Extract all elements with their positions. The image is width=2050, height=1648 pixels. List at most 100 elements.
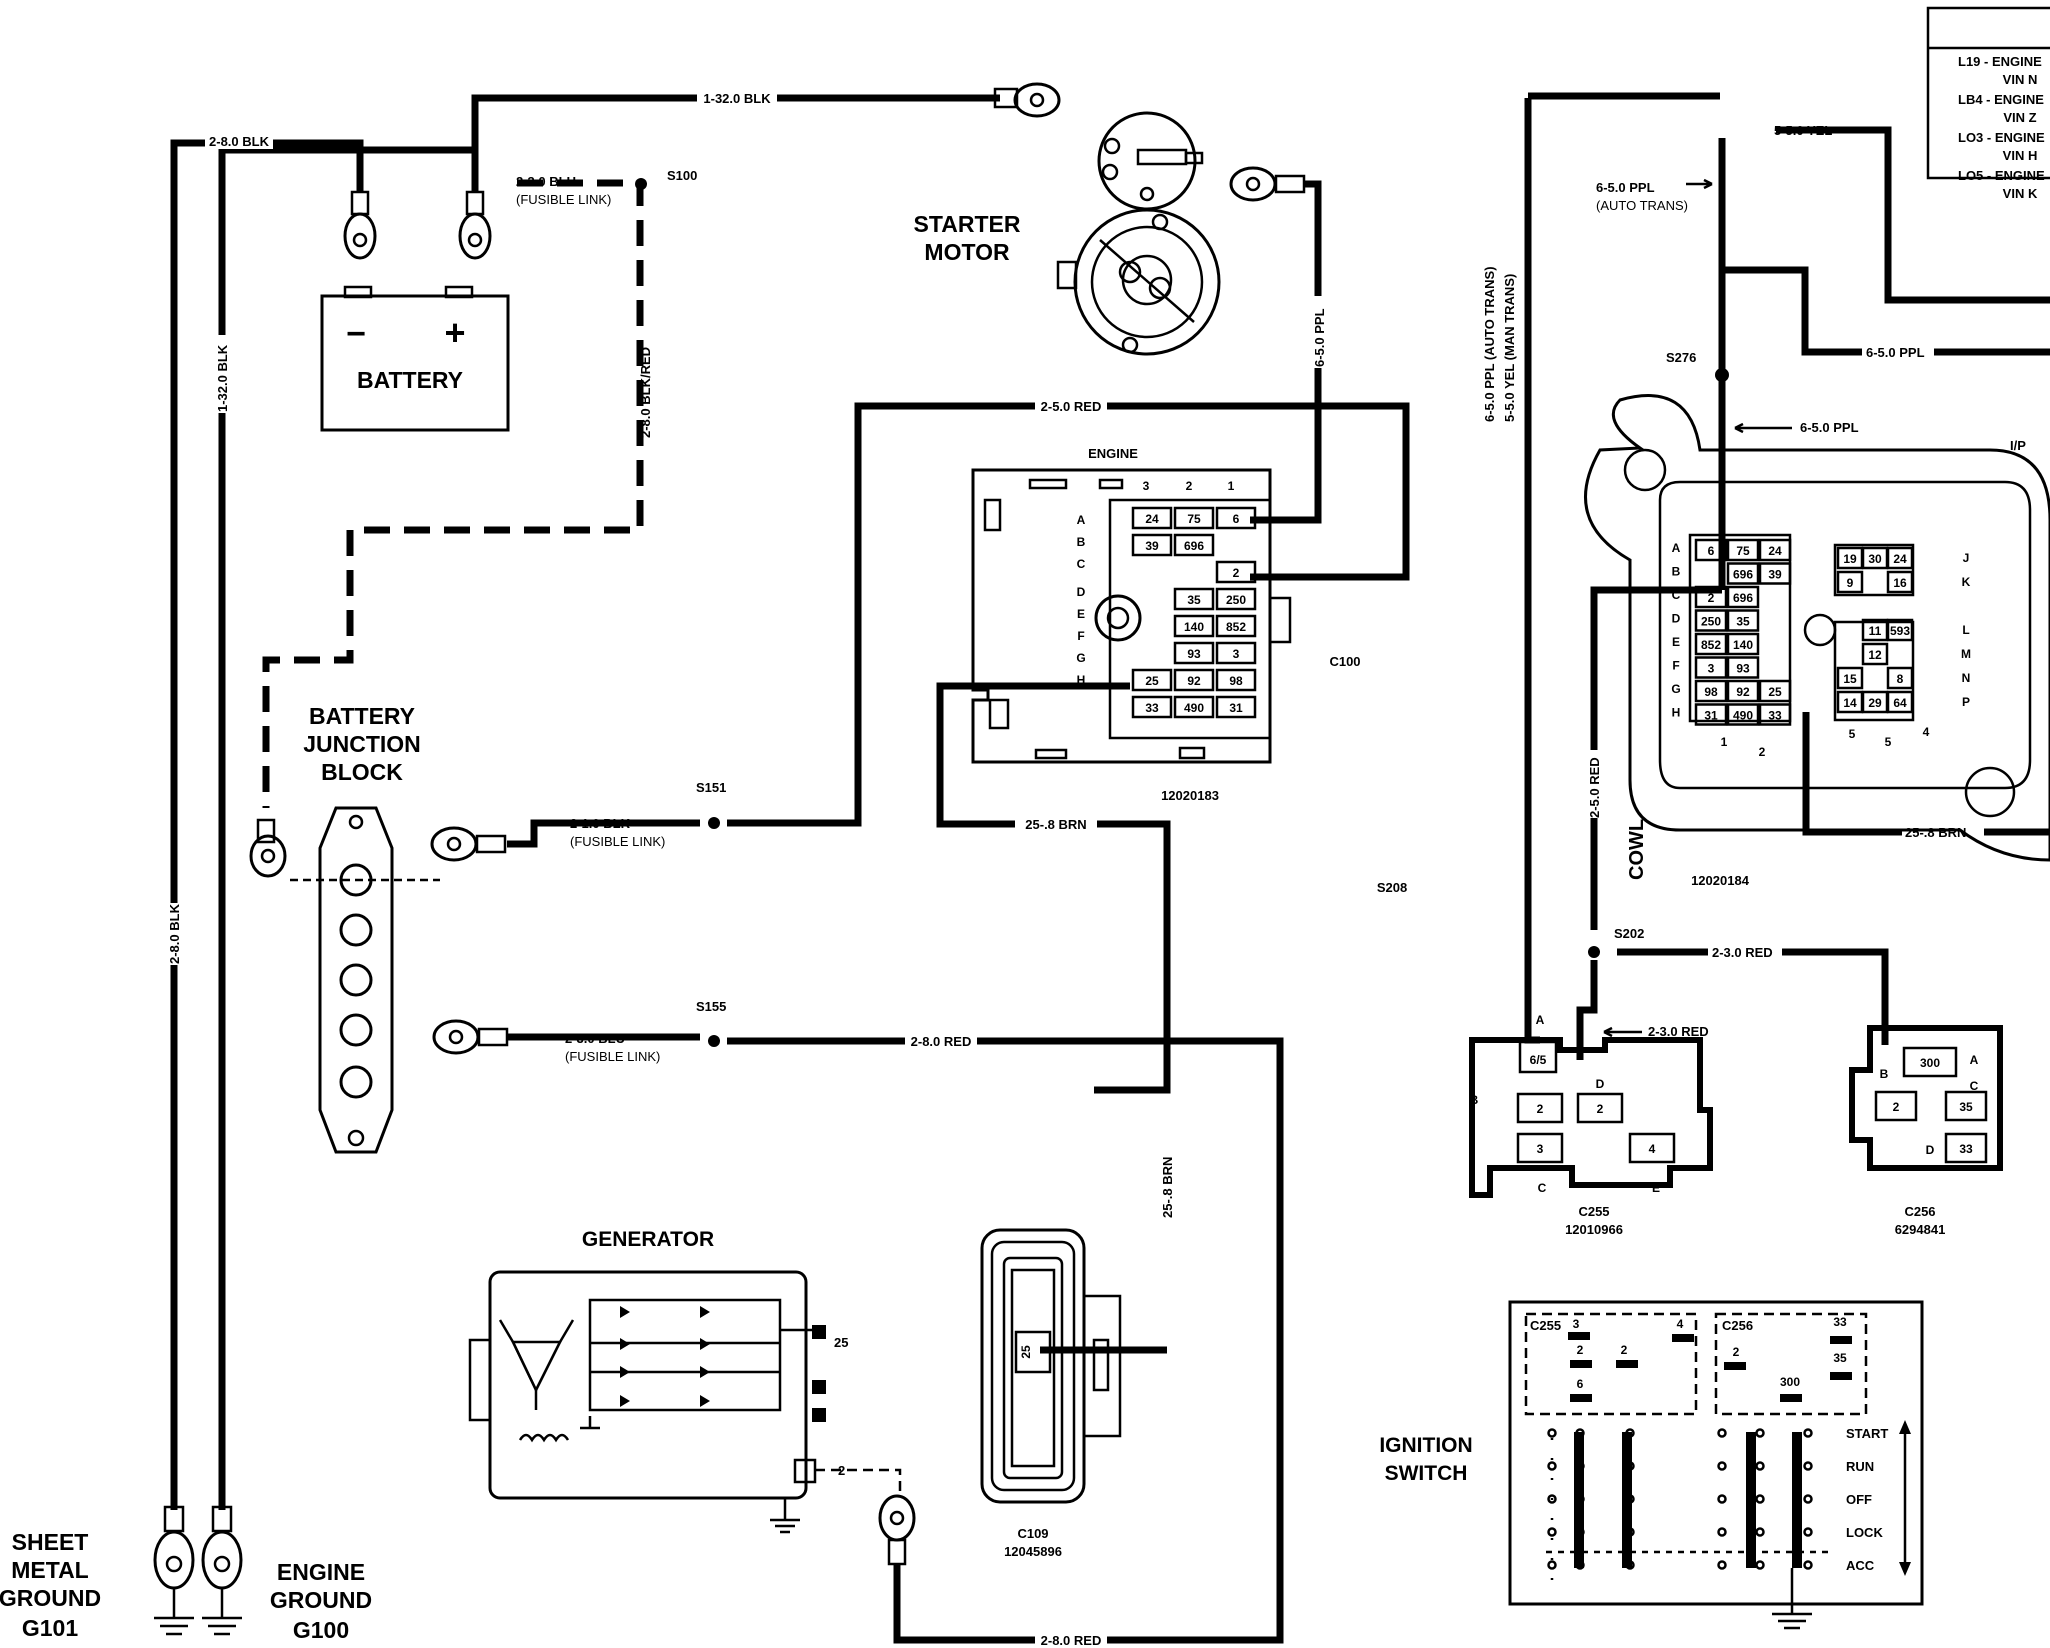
junction-lower-eyelet [432, 1019, 509, 1055]
ip-pin-number: 98 [1704, 685, 1718, 699]
svg-text:GENERATOR: GENERATOR [582, 1228, 714, 1251]
ip-right-row-label: N [1962, 671, 1971, 685]
ignition-contact [1717, 1494, 1727, 1504]
c255-pin: 2 [1597, 1102, 1604, 1116]
generator [468, 1270, 826, 1534]
svg-text:JUNCTION: JUNCTION [303, 731, 421, 757]
ignition-c255-pin: 2 [1621, 1343, 1628, 1357]
engine-code: LO5 - ENGINE [1958, 168, 2045, 183]
ignition-c255-pin: 2 [1577, 1343, 1584, 1357]
svg-text:12020184: 12020184 [1691, 873, 1750, 888]
ignition-contact [1803, 1494, 1813, 1504]
ip-right-pin-cell [1836, 666, 1864, 690]
wire-5-5yel [1722, 126, 2050, 304]
ip-right-pin-cell [1886, 546, 1914, 570]
ignition-contact [1755, 1428, 1765, 1438]
ip-pin-cell [1694, 656, 1728, 679]
c100-pin-cell [1215, 587, 1257, 611]
svg-text:12045896: 12045896 [1004, 1544, 1062, 1559]
c100-row-label: E [1077, 607, 1085, 621]
ignition-contact [1547, 1461, 1557, 1471]
ignition-contact [1625, 1461, 1635, 1471]
ip-pin-cell [1758, 679, 1792, 703]
ignition-contact [1717, 1527, 1727, 1537]
svg-text:MOTOR: MOTOR [924, 239, 1010, 265]
engine-vin: VIN K [2003, 186, 2038, 201]
ip-right-pin-number: 30 [1868, 552, 1882, 566]
ip-right-pin-number: 12 [1868, 648, 1882, 662]
ip-cavity-number: 5 [1849, 727, 1856, 741]
ignition-c255-pin: 4 [1677, 1317, 1684, 1331]
c255-pin: 6/5 [1530, 1053, 1547, 1067]
svg-text:6-5.0 PPL: 6-5.0 PPL [1312, 308, 1327, 367]
ip-pin-number: 852 [1701, 638, 1721, 652]
c100-pin-number: 250 [1226, 593, 1246, 607]
svg-text:S151: S151 [696, 780, 726, 795]
ip-row-label: C [1672, 588, 1681, 602]
ignition-terminal [1724, 1362, 1746, 1370]
c100-pin-number: 33 [1145, 701, 1159, 715]
svg-text:IGNITION: IGNITION [1379, 1434, 1472, 1457]
ip-row-label: H [1672, 706, 1681, 720]
ignition-c256-pin: 33 [1833, 1315, 1847, 1329]
ignition-contact [1575, 1494, 1585, 1504]
svg-text:2-3.0 BLU: 2-3.0 BLU [565, 1031, 625, 1046]
c100-row-label: F [1077, 629, 1084, 643]
ignition-contact [1575, 1461, 1585, 1471]
c100-pin-cell [1131, 533, 1173, 557]
ip-pin-cell [1726, 585, 1760, 609]
battery-cable-eyelet-top [993, 82, 1061, 118]
c256-cavity-letter: D [1926, 1143, 1935, 1157]
ignition-terminal [1780, 1394, 1802, 1402]
ip-pin-cell [1694, 679, 1728, 703]
c255-pin: 4 [1649, 1142, 1656, 1156]
c100-engine-connector [971, 468, 1292, 764]
c100-pin-cell [1131, 668, 1173, 692]
ip-pin-number: 6 [1708, 544, 1715, 558]
ip-pin-cell [1726, 656, 1760, 679]
wire-2-1blk [507, 819, 700, 848]
c100-pin-number: 852 [1226, 620, 1246, 634]
svg-text:2: 2 [1186, 479, 1193, 493]
c100-pin-number: 75 [1187, 512, 1201, 526]
ip-cavity-number: 1 [1721, 735, 1728, 749]
ip-pin-number: 696 [1733, 568, 1753, 582]
engine-vin: VIN N [2003, 72, 2038, 87]
svg-text:5-5.0 YEL (MAN TRANS): 5-5.0 YEL (MAN TRANS) [1502, 274, 1517, 422]
c100-pin-number: 140 [1184, 620, 1204, 634]
ignition-contact [1717, 1428, 1727, 1438]
ip-pin-cell [1758, 562, 1792, 585]
c255-cavity-letter: C [1538, 1181, 1547, 1195]
ip-pin-number: 33 [1768, 709, 1782, 723]
ip-pin-cell [1726, 703, 1760, 726]
c100-pin-cell [1131, 506, 1173, 530]
ip-pin-number: 25 [1768, 685, 1782, 699]
ignition-c255-pin: 3 [1573, 1317, 1580, 1331]
ip-pin-number: 696 [1733, 591, 1753, 605]
c100-pin-number: 6 [1233, 512, 1240, 526]
wire-2-8blk-left [170, 139, 364, 1510]
c109-connector [980, 1228, 1122, 1504]
svg-text:S208: S208 [1377, 880, 1407, 895]
c256-cavity-letter: A [1970, 1053, 1979, 1067]
c100-row-label: C [1077, 557, 1086, 571]
ignition-c255-pin: 6 [1577, 1377, 1584, 1391]
engine-ground [201, 1505, 243, 1636]
ignition-contact [1803, 1527, 1813, 1537]
ip-pin-cell [1694, 585, 1728, 609]
ip-pin-number: 3 [1708, 662, 1715, 676]
ignition-c255-label: C255 [1530, 1318, 1561, 1333]
svg-text:6-5.0 PPL: 6-5.0 PPL [1596, 180, 1655, 195]
ip-right-pin-number: 593 [1890, 624, 1910, 638]
svg-text:25-.8 BRN: 25-.8 BRN [1905, 825, 1966, 840]
ip-pin-cell [1726, 609, 1760, 632]
c255-cavity-letter: A [1536, 1013, 1545, 1027]
svg-text:I/P: I/P [2010, 438, 2026, 453]
svg-text:25-.8 BRN: 25-.8 BRN [1160, 1157, 1175, 1218]
c100-row-label: G [1076, 651, 1085, 665]
wire-2-3red-c256 [1617, 948, 1889, 1045]
c100-pin-cell [1173, 533, 1215, 557]
svg-text:G101: G101 [22, 1615, 78, 1641]
c100-pin-number: 3 [1233, 647, 1240, 661]
